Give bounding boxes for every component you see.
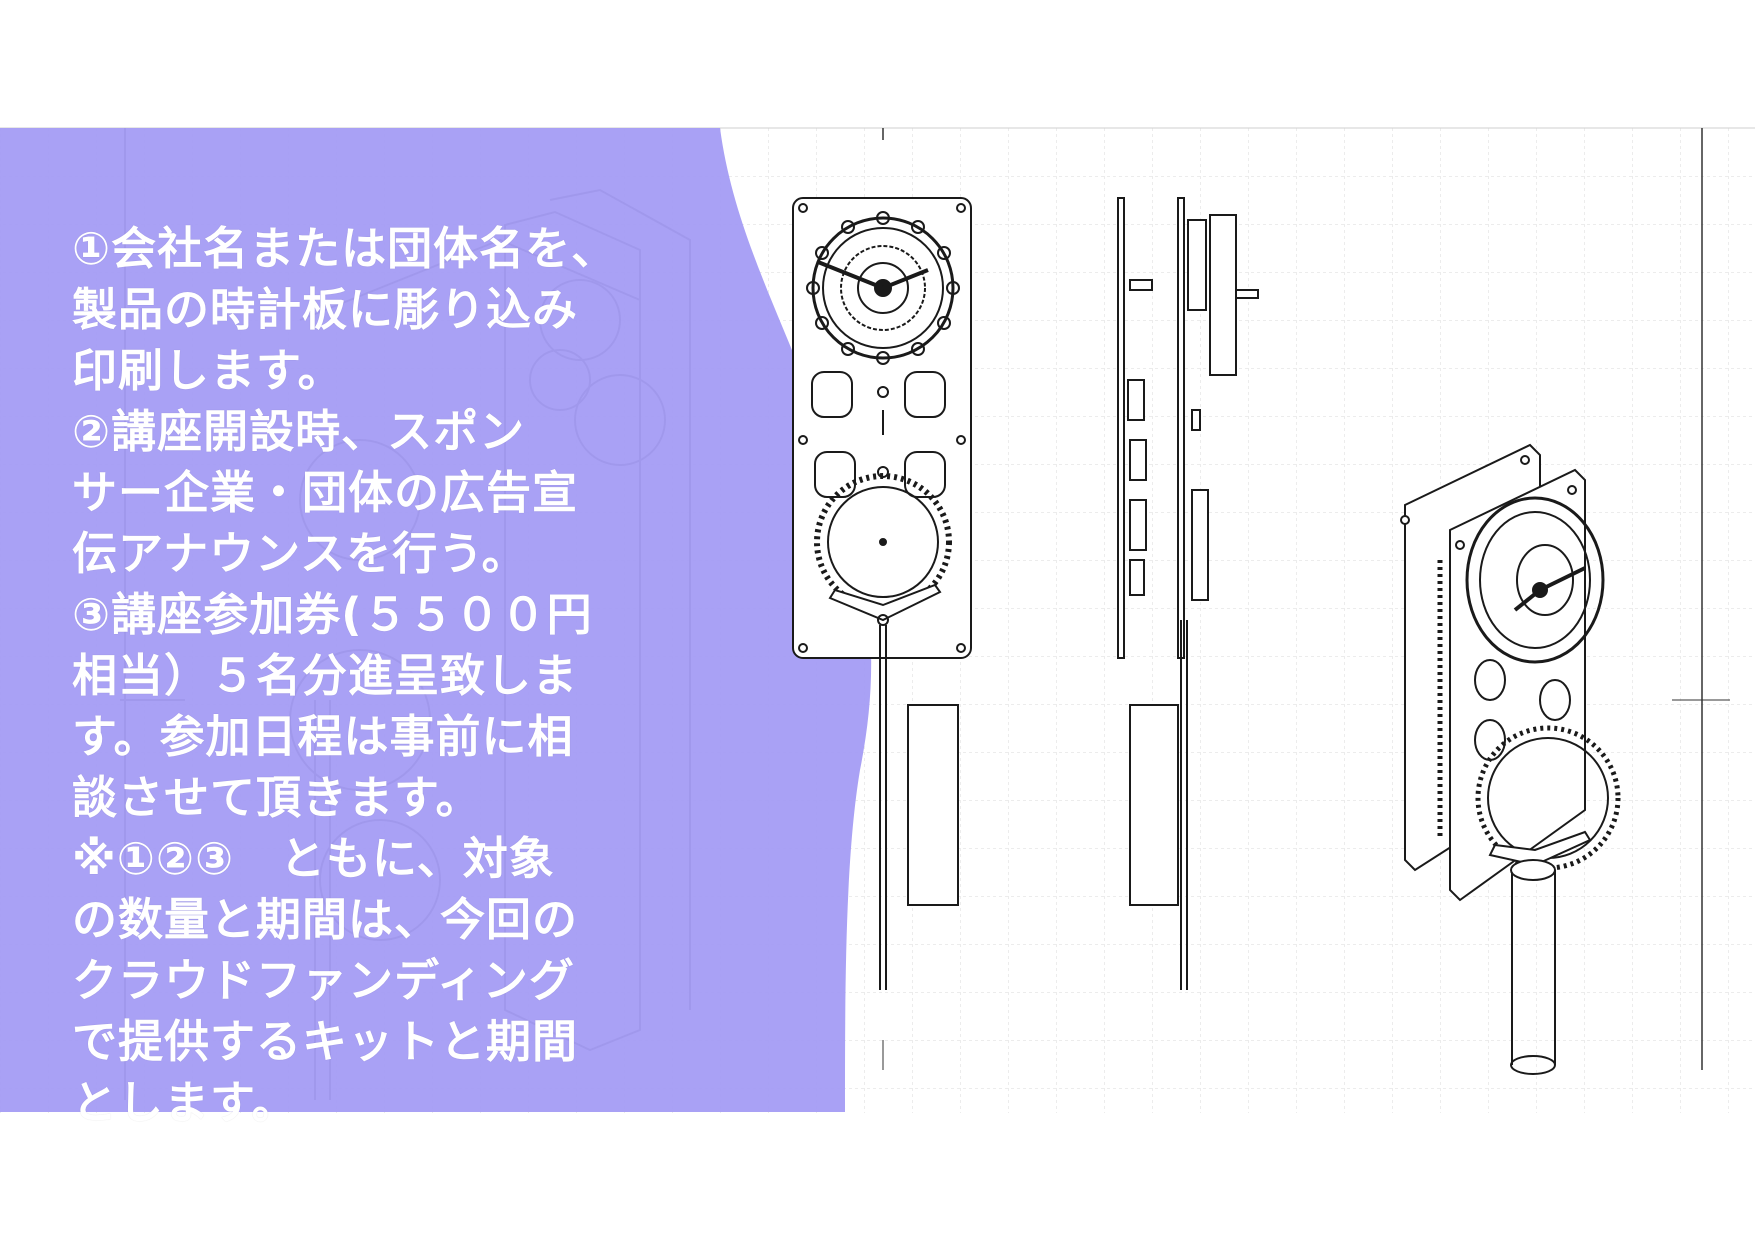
text-line: 製品の時計板に彫り込み (72, 283, 579, 336)
text-line: ※①②③ ともに、対象 (72, 832, 555, 885)
text-line: す。参加日程は事前に相 (72, 710, 574, 763)
purple-text-panel (0, 128, 872, 1112)
text-line: で提供するキットと期間 (72, 1015, 579, 1068)
dial-markers (806, 211, 960, 365)
text-line: 相当）５名分進呈致しま (72, 649, 579, 702)
text-line: クラウドファンディング (72, 954, 575, 1007)
isometric-view (1400, 443, 1621, 1075)
side-view (1117, 197, 1259, 990)
text-line: 伝アナウンスを行う。 (72, 527, 528, 580)
text-line: 談させて頂きます。 (72, 771, 482, 824)
text-line: サー企業・団体の広告宣 (72, 466, 579, 519)
text-line: ③講座参加券(５５００円 (72, 588, 593, 641)
text-line: とします。 (72, 1076, 298, 1129)
text-line: の数量と期間は、今回の (72, 893, 579, 946)
text-line: ②講座開設時、スポン (72, 405, 526, 458)
sponsorship-text: ①会社名または団体名を、 製品の時計板に彫り込み 印刷します。 ②講座開設時、ス… (72, 218, 692, 1133)
text-line: ①会社名または団体名を、 (72, 222, 618, 275)
front-view (792, 197, 972, 990)
text-line: 印刷します。 (72, 344, 344, 397)
